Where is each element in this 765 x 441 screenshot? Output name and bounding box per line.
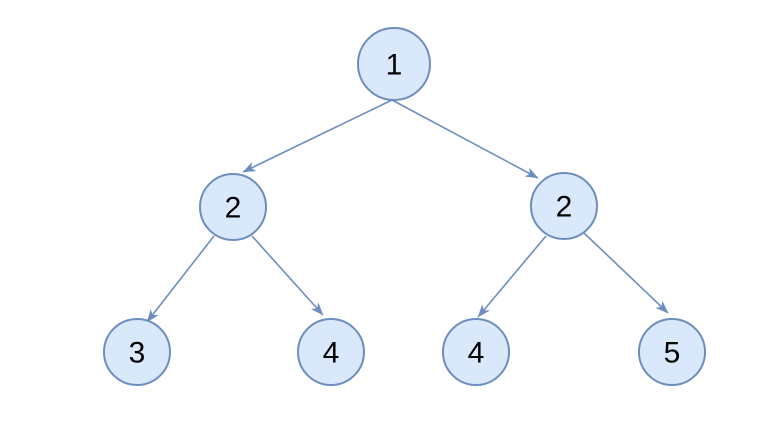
edge-right2-to-leaf5 [583,232,669,314]
tree-node-4-right: 4 [442,318,510,386]
node-label: 3 [129,337,146,370]
node-circle [199,173,267,241]
node-circle [357,27,431,101]
edge-left2-to-left4 [251,235,324,316]
node-circle [530,172,598,240]
node-circle [103,318,171,386]
tree-node-4-left: 4 [297,318,365,386]
node-label: 2 [225,192,242,225]
tree-node-1: 1 [357,27,431,101]
tree-node-3: 3 [103,318,171,386]
edge-root-to-left2 [242,99,393,173]
node-label: 5 [664,337,681,370]
node-label: 4 [323,337,340,370]
tree-node-5: 5 [638,318,706,386]
tree-node-2-left: 2 [199,173,267,241]
tree-edges [146,99,669,323]
edge-left2-to-leaf3 [146,235,215,323]
tree-node-2-right: 2 [530,172,598,240]
node-label: 2 [556,191,573,224]
node-circle [297,318,365,386]
edge-root-to-right2 [391,99,539,179]
node-circle [442,318,510,386]
node-circle [638,318,706,386]
node-label: 1 [386,49,403,82]
edge-right2-to-right4 [477,235,547,318]
node-label: 4 [468,337,485,370]
